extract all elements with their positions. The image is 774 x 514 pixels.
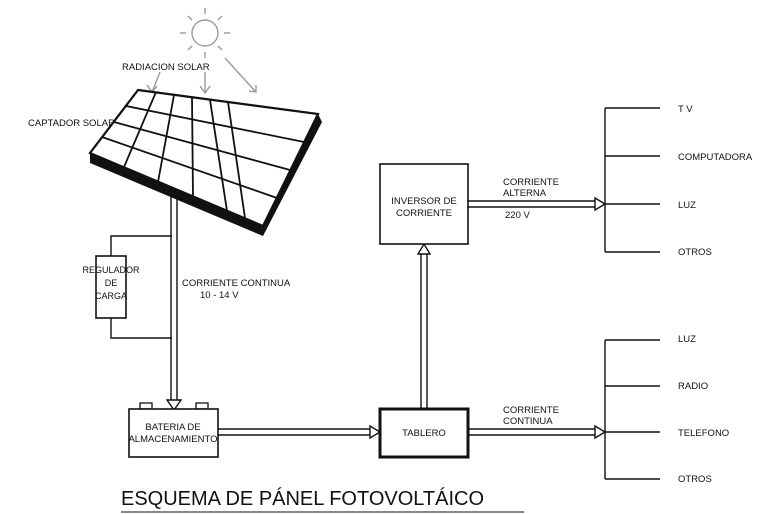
dc-label-line1: CORRIENTE CONTINUA <box>182 278 291 289</box>
ac-load-tv: T V <box>678 104 693 115</box>
battery-label-line1: BATERIA DE <box>145 422 200 433</box>
dc-load-phone: TELEFONO <box>678 428 729 439</box>
dc-load-radio: RADIO <box>678 381 708 392</box>
regulator-label-line2: DE <box>105 278 118 288</box>
dc-label-line2: 10 - 14 V <box>200 290 239 301</box>
radiation-label: RADIACION SOLAR <box>122 62 210 73</box>
page-title: ESQUEMA DE PÁNEL FOTOVOLTÁICO <box>121 487 484 510</box>
inverter-label-line1: INVERSOR DE <box>391 196 456 207</box>
sun-icon <box>180 8 230 58</box>
line-board-to-inverter <box>416 242 432 409</box>
ac-load-computer: COMPUTADORA <box>678 152 753 163</box>
line-battery-to-board <box>218 424 382 440</box>
ac-loads-bus <box>604 107 660 253</box>
ac-label-line3: 220 V <box>505 210 530 221</box>
ac-load-other: OTROS <box>678 247 712 258</box>
dc-loads-bus <box>604 339 660 480</box>
ac-label-line1: CORRIENTE <box>503 177 559 188</box>
regulator-loop <box>110 235 172 339</box>
line-board-to-dc-loads <box>468 424 607 440</box>
board-box <box>378 407 470 459</box>
inverter-box <box>379 163 469 245</box>
solar-panel <box>88 88 322 236</box>
charge-regulator-box <box>95 255 127 319</box>
line-inverter-to-ac-loads <box>468 196 607 212</box>
dc-out-label-line1: CORRIENTE <box>503 405 559 416</box>
inverter-label-line2: CORRIENTE <box>396 208 452 219</box>
battery <box>128 402 219 458</box>
battery-label-line2: ALMACENAMIENTO <box>128 434 217 445</box>
dc-load-light: LUZ <box>678 334 696 345</box>
ac-label-line2: ALTERNA <box>503 188 547 199</box>
dc-line-panel-to-battery <box>165 196 183 412</box>
dc-out-label-line2: CONTINUA <box>503 416 553 427</box>
regulator-label-line1: REGULADOR <box>82 265 140 275</box>
board-label: TABLERO <box>402 428 446 439</box>
regulator-label-line3: CARGA <box>95 291 127 301</box>
collector-label: CAPTADOR SOLAR <box>28 118 115 129</box>
dc-load-other: OTROS <box>678 474 712 485</box>
ac-load-light: LUZ <box>678 200 696 211</box>
